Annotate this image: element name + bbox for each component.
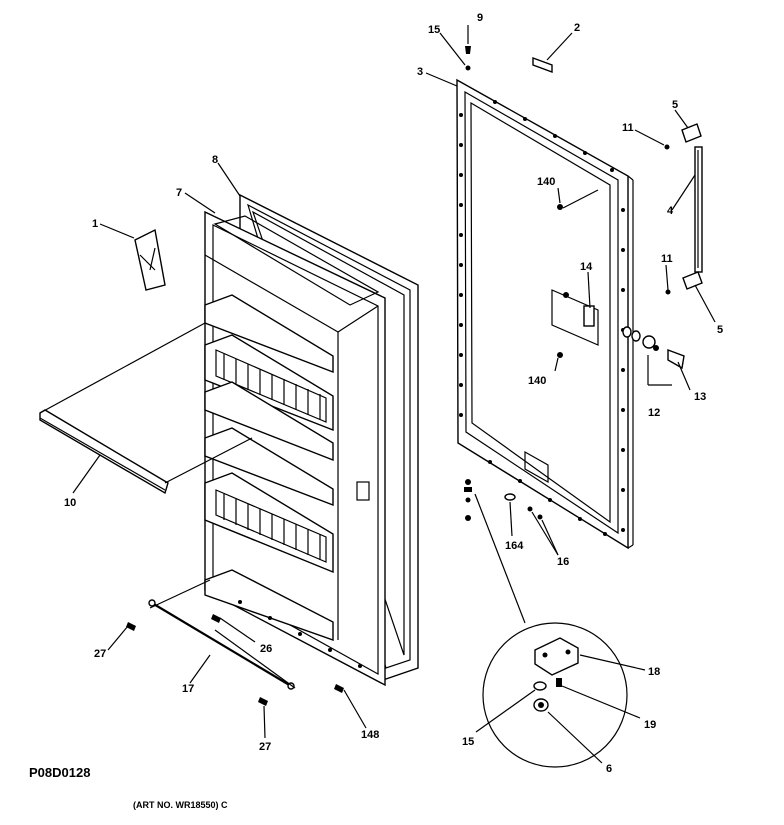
plug-164 (504, 493, 516, 501)
door-shelves (204, 294, 334, 641)
instruction-sheet (134, 228, 166, 291)
callout-15-detail: 15 (462, 736, 474, 748)
callout-27-upper: 27 (94, 648, 106, 660)
screw-27-lower (258, 697, 268, 706)
callout-17: 17 (182, 683, 194, 695)
callout-13: 13 (694, 391, 706, 403)
lock-assembly (622, 326, 685, 386)
screw-140-upper (557, 204, 563, 210)
washer-15-detail (533, 681, 547, 691)
callout-140-lower: 140 (528, 375, 546, 387)
inner-door-liner (204, 210, 386, 687)
door-screw-holes (459, 100, 625, 536)
callout-14: 14 (580, 261, 593, 273)
screw-16b (537, 514, 543, 520)
callout-labels: 1 2 3 4 5 5 6 7 8 9 10 11 11 12 13 14 15… (64, 12, 723, 775)
leader-lines (39, 25, 716, 764)
lock-key (667, 348, 685, 370)
callout-16: 16 (557, 556, 569, 568)
screw-19-detail (556, 678, 562, 687)
callout-164: 164 (505, 540, 524, 552)
hinge-top (681, 123, 702, 143)
screw-148 (334, 684, 344, 693)
screw-27-upper (126, 622, 136, 631)
callout-26: 26 (260, 643, 272, 655)
callout-5-top: 5 (672, 99, 678, 111)
callout-15-top: 15 (428, 24, 440, 36)
screw-140-lower (557, 352, 563, 358)
callout-27-lower: 27 (259, 741, 271, 753)
washer-15-top (465, 65, 471, 71)
hinge-bracket-18 (534, 637, 579, 676)
callout-18: 18 (648, 666, 660, 678)
callout-11-top: 11 (622, 122, 634, 134)
bracket-18-small (464, 487, 472, 492)
callout-8: 8 (212, 154, 218, 166)
callout-3: 3 (417, 66, 423, 78)
screw-16a (527, 506, 533, 512)
callout-7: 7 (176, 187, 182, 199)
callout-2: 2 (574, 22, 580, 34)
art-number: (ART NO. WR18550) C (133, 800, 228, 810)
lock-mounting-plate (551, 289, 599, 346)
callout-10: 10 (64, 497, 76, 509)
hinge-bottom (682, 271, 703, 290)
drawing-code: P08D0128 (29, 765, 90, 780)
screw-9 (465, 46, 471, 54)
washer-15-low (465, 479, 471, 485)
callout-11-bottom: 11 (661, 253, 673, 265)
callout-19: 19 (644, 719, 656, 731)
callout-9: 9 (477, 12, 483, 24)
shelf-bar-10 (39, 409, 169, 495)
hinge-assembly (664, 123, 703, 295)
rod-17 (148, 599, 295, 690)
callout-6: 6 (606, 763, 612, 775)
callout-148: 148 (361, 729, 379, 741)
callout-1: 1 (92, 218, 98, 230)
callout-12: 12 (648, 407, 660, 419)
callout-5-bottom: 5 (717, 324, 723, 336)
callout-140-upper: 140 (537, 176, 555, 188)
callout-4: 4 (667, 205, 674, 217)
outer-door-panel (456, 46, 634, 550)
label-plate (532, 56, 553, 74)
screw-26 (211, 614, 221, 623)
detail-callout-circle (474, 493, 628, 768)
lock-plate-bracket (583, 305, 595, 327)
